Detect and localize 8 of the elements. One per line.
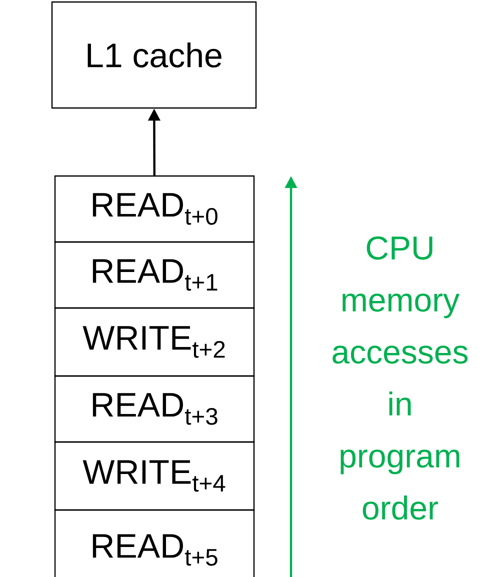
access-box: WRITE$_{t+4}$ <box>54 441 255 511</box>
access-box: READ$_{t+0}$ <box>54 175 255 243</box>
note-text: CPU memory accesses in program order <box>332 236 468 520</box>
access-box: READ$_{t+1}$ <box>54 241 255 309</box>
cache-box: L1 cache <box>51 1 257 109</box>
access-box: WRITE$_{t+2}$ <box>54 307 255 377</box>
access-box: READ$_{t+3}$ <box>54 375 255 443</box>
access-box: READ$_{t+5}$ <box>54 509 255 577</box>
